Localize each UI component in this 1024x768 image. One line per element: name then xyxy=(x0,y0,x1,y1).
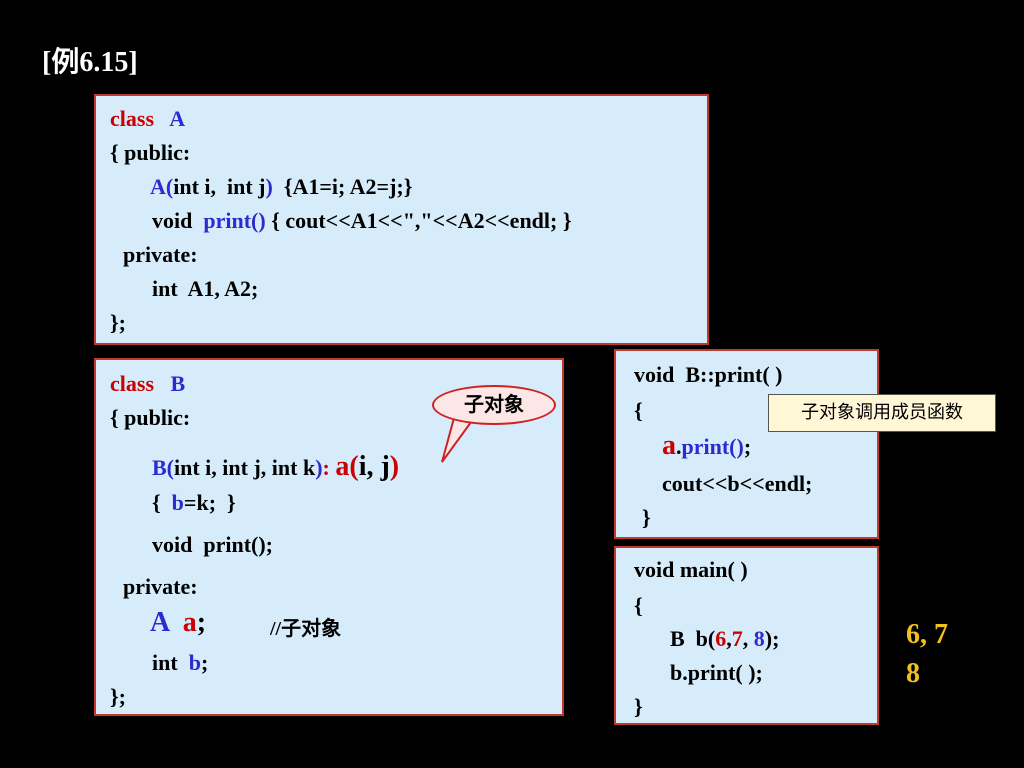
main-fn-print-call: b.print( ); xyxy=(670,660,763,685)
print-fn-line-1: void B::print( ) xyxy=(634,362,783,387)
class-b-line-1: class B xyxy=(110,371,186,396)
slide-title: [例6.15] xyxy=(42,47,138,78)
class-a-print: void print() { cout<<A1<<","<<A2<<endl; … xyxy=(152,208,572,233)
class-a-private: private: xyxy=(123,242,198,267)
class-a-constructor: A(int i, int j) {A1=i; A2=j;} xyxy=(150,174,413,199)
print-function-box: void B::print( ) { a.print(); cout<<b<<e… xyxy=(614,349,879,539)
class-b-body: { b=k; } xyxy=(152,490,236,515)
main-fn-construct: B b(6,7, 8); xyxy=(670,626,780,651)
class-a-line-2: { public: xyxy=(110,140,191,165)
class-a-code-box: class A { public: A(int i, int j) {A1=i;… xyxy=(94,94,709,345)
output-line-2: 8 xyxy=(906,658,920,689)
class-b-line-2: { public: xyxy=(110,405,191,430)
class-b-close: }; xyxy=(110,684,126,709)
subobject-callout: 子对象 xyxy=(432,385,556,425)
main-fn-line-1: void main( ) xyxy=(634,557,748,582)
class-a-line-1: class A xyxy=(110,106,186,131)
call-member-note: 子对象调用成员函数 xyxy=(768,394,996,432)
class-b-constructor: B(int i, int j, int k): a(i, j) xyxy=(152,451,400,482)
print-fn-cout: cout<<b<<endl; xyxy=(662,471,813,496)
callout-pointer xyxy=(441,418,476,463)
print-fn-call: a.print(); xyxy=(662,430,752,461)
class-a-members: int A1, A2; xyxy=(152,276,259,301)
main-function-box: void main( ) { B b(6,7, 8); b.print( ); … xyxy=(614,546,879,725)
class-a-close: }; xyxy=(110,310,126,335)
main-fn-line-2: { xyxy=(634,593,643,618)
output-line-1: 6, 7 xyxy=(906,619,948,650)
main-fn-close: } xyxy=(634,694,643,719)
class-b-print-decl: void print(); xyxy=(152,532,273,557)
class-b-comment: //子对象 xyxy=(270,618,342,640)
class-b-int-b: int b; xyxy=(152,650,209,675)
print-fn-close: } xyxy=(642,505,651,530)
class-b-private: private: xyxy=(123,574,198,599)
class-b-subobject-decl: A a; xyxy=(150,607,207,638)
print-fn-line-2: { xyxy=(634,398,643,423)
